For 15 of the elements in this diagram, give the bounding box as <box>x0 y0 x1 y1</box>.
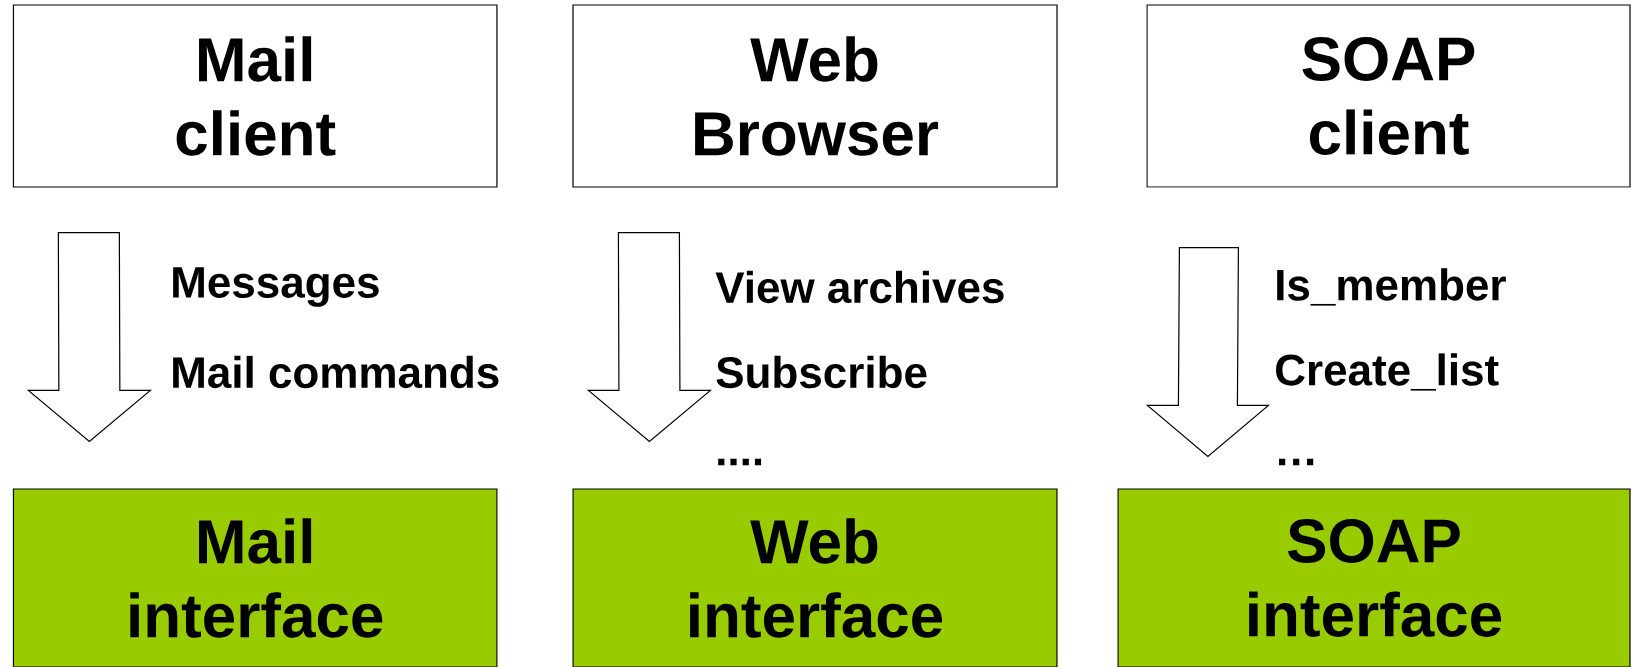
client-box: Web Browser <box>572 4 1058 188</box>
client-box: SOAP client <box>1146 4 1631 188</box>
command-label: Is_member <box>1277 268 1506 306</box>
client-box: Mail client <box>12 4 498 188</box>
command-label: Create_list <box>1276 353 1499 391</box>
command-label: Mail commands <box>173 355 499 389</box>
interface-box: Mail interface <box>12 488 498 667</box>
command-label: View archives <box>715 270 1004 304</box>
block-arrow <box>26 232 152 443</box>
command-label: Messages <box>173 267 379 307</box>
block-arrow <box>1145 247 1271 458</box>
command-label: Subscribe <box>716 355 927 389</box>
block-arrow <box>586 232 713 443</box>
interface-box: SOAP interface <box>1117 488 1631 667</box>
interface-box: Web interface <box>572 488 1058 667</box>
